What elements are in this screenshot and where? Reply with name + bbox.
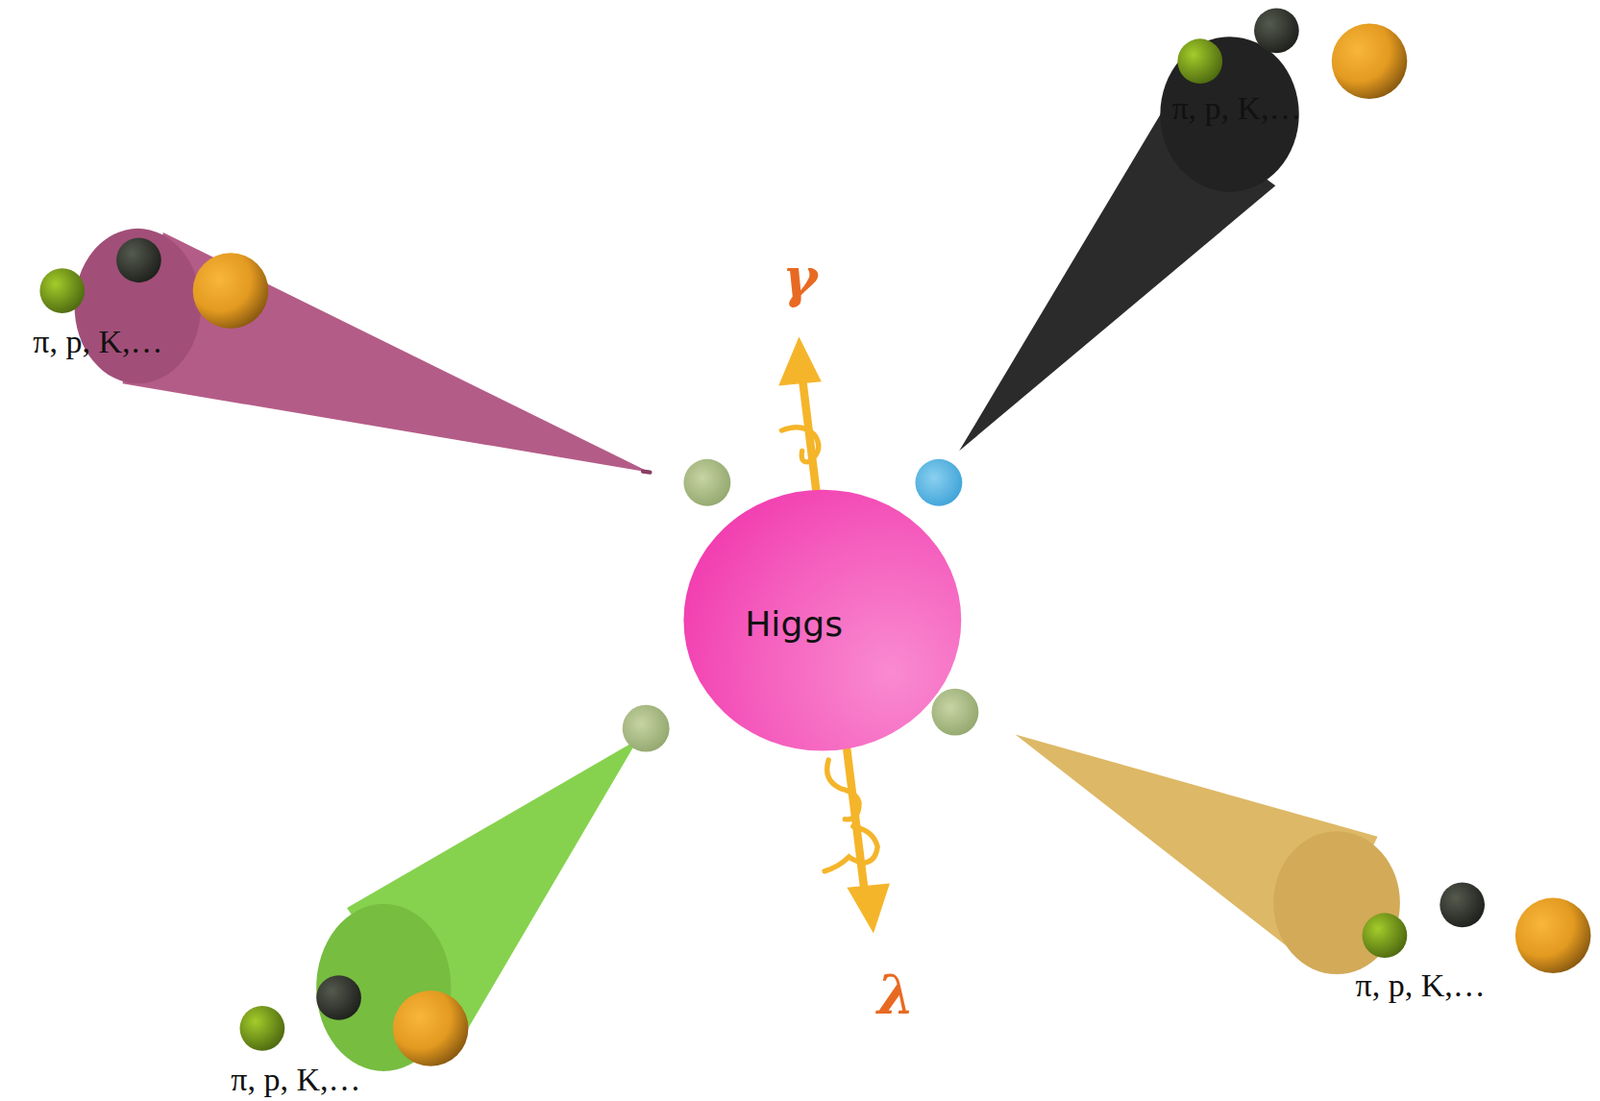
hadron-label: π, p, K,… xyxy=(230,1060,361,1099)
higgs-circle: Higgs xyxy=(683,490,961,752)
parton-ball xyxy=(683,459,731,507)
hadron-cluster xyxy=(1362,883,1592,975)
hadron-label: π, p, K,… xyxy=(1355,966,1486,1005)
parton-ball xyxy=(931,689,979,737)
parton-ball xyxy=(914,459,962,507)
node-label: Higgs xyxy=(744,603,843,644)
photon-symbol: λ xyxy=(877,963,915,1027)
photon-symbol: γ xyxy=(782,246,817,309)
photon-arrow xyxy=(778,336,822,492)
hadron-cluster xyxy=(240,975,469,1067)
photon-arrow xyxy=(824,749,890,934)
jet-cone xyxy=(316,739,638,1072)
hadron-cluster xyxy=(39,237,269,329)
hadron-label: π, p, K,… xyxy=(1171,89,1302,127)
hadron-label: π, p, K,… xyxy=(32,322,163,361)
hadron-cluster xyxy=(1177,7,1407,99)
jet-cone xyxy=(1015,735,1401,976)
parton-ball xyxy=(622,705,670,753)
